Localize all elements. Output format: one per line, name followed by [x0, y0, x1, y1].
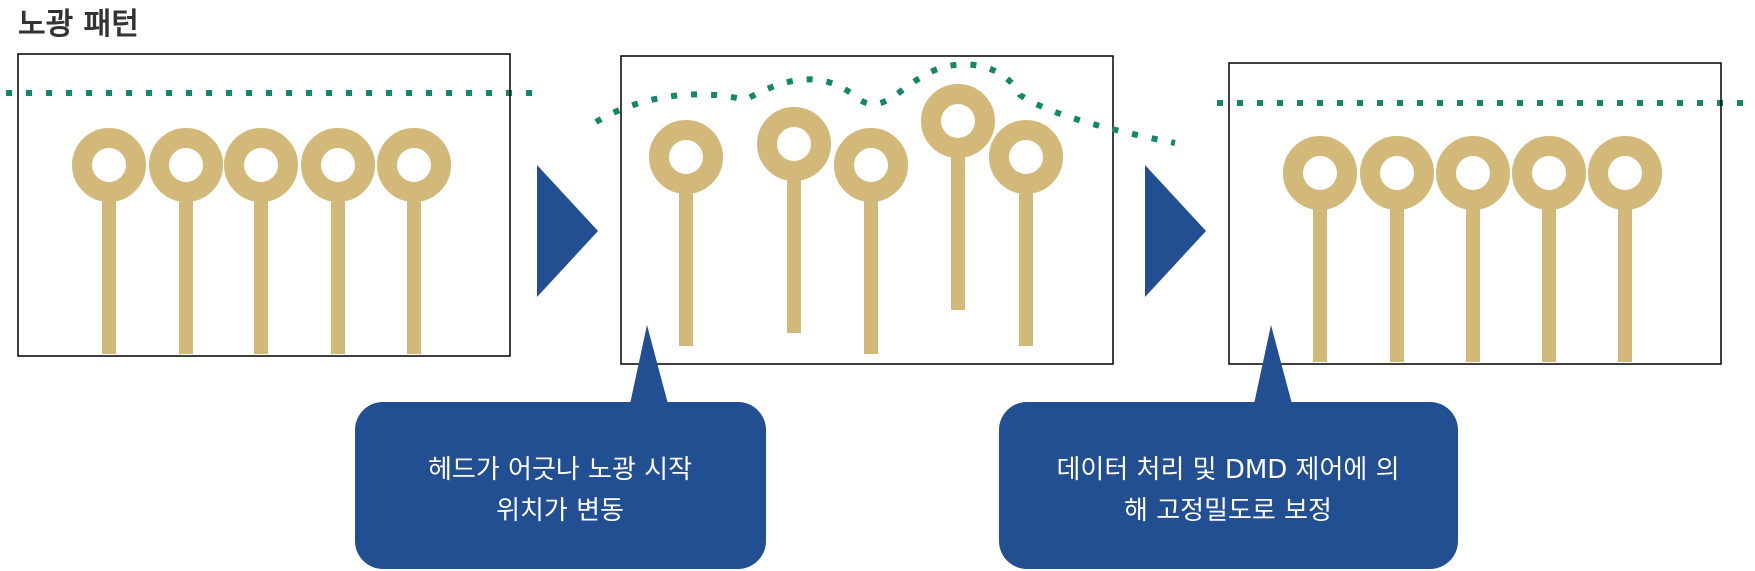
pad-3 [834, 128, 908, 354]
pad-4 [1512, 136, 1586, 362]
pad-5 [377, 128, 451, 354]
panel-corrected [1217, 62, 1755, 365]
pad-3 [1436, 136, 1510, 362]
panel-frame [1228, 62, 1722, 365]
panel-before [6, 53, 545, 357]
pad-5 [989, 120, 1063, 346]
callout-line-1: 헤드가 어긋나 노광 시작 [428, 455, 692, 485]
panel-frame [620, 55, 1114, 365]
callout-pointer [630, 325, 668, 404]
pad-1 [72, 128, 146, 354]
callout-misalignment: 헤드가 어긋나 노광 시작 위치가 변동 [355, 325, 766, 569]
callout-pointer [1254, 325, 1292, 404]
callout-box [355, 402, 766, 569]
panel-frame [17, 53, 511, 357]
callout-line-1: 데이터 처리 및 DMD 제어에 의 [1057, 455, 1400, 485]
pad-2 [757, 107, 831, 333]
pad-3 [224, 128, 298, 354]
callout-line-2: 위치가 변동 [496, 496, 624, 526]
panel-misaligned [594, 55, 1176, 365]
pad-1 [649, 120, 723, 346]
page-title: 노광 패턴 [18, 7, 139, 42]
callout-correction: 데이터 처리 및 DMD 제어에 의 해 고정밀도로 보정 [999, 325, 1458, 569]
callout-line-2: 해 고정밀도로 보정 [1124, 496, 1332, 526]
callout-box [999, 402, 1458, 569]
shifted-dotted-line [594, 61, 1176, 146]
arrow-right-icon [1145, 165, 1206, 297]
pad-4 [921, 84, 995, 310]
pad-1 [1283, 136, 1357, 362]
pad-2 [149, 128, 223, 354]
pad-4 [301, 128, 375, 354]
pad-2 [1360, 136, 1434, 362]
arrow-right-icon [537, 165, 598, 297]
pad-5 [1588, 136, 1662, 362]
